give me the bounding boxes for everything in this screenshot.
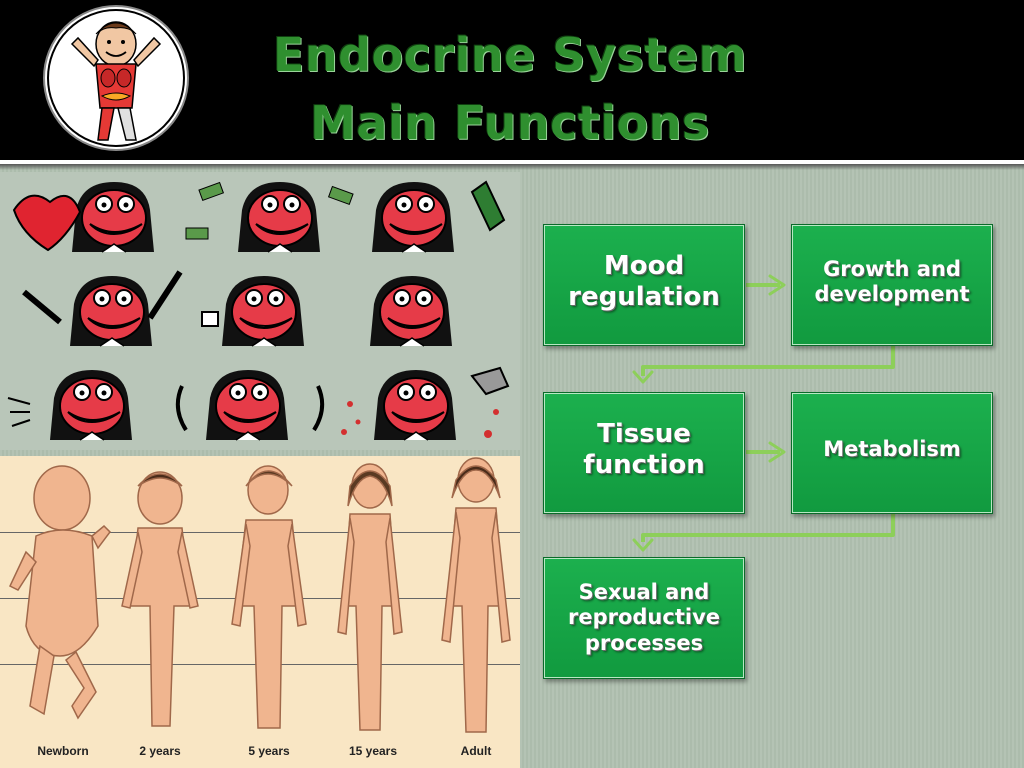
flow-box-tissue-function: Tissue function (543, 392, 745, 514)
flow-box-metabolism: Metabolism (791, 392, 993, 514)
cartoon-face-laughing (69, 275, 153, 347)
flow-box-label: Metabolism (823, 437, 961, 461)
mascot-logo (43, 5, 189, 151)
cartoon-face-shouting (49, 369, 133, 441)
page-title-line-1: Endocrine System (273, 28, 747, 82)
flow-box-label: Growth and development (814, 257, 970, 307)
cartoon-face-rage (373, 369, 457, 441)
header-shadow (0, 164, 1024, 170)
cartoon-face-angry (369, 275, 453, 347)
age-label-adult: Adult (460, 744, 492, 758)
arrow-head (632, 538, 654, 552)
arrow-head (632, 370, 654, 384)
emotion-cartoons-image (0, 172, 520, 450)
flow-box-label: Mood regulation (568, 251, 720, 313)
flow-box-growth-and-development: Growth and development (791, 224, 993, 346)
flow-box-mood-regulation: Mood regulation (543, 224, 745, 346)
figure-5-years (231, 465, 307, 729)
page-title-line-2: Main Functions (310, 96, 710, 150)
age-label-newborn: Newborn (37, 744, 89, 758)
cartoon-face-money (237, 181, 321, 253)
flow-box-label: Tissue function (583, 419, 705, 481)
age-label-5-years: 5 years (248, 744, 290, 758)
growth-figures (9, 457, 511, 733)
age-label-15-years: 15 years (348, 744, 398, 758)
arrow-head (768, 274, 786, 296)
cartoon-face-stressed (205, 369, 289, 441)
age-label-2-years: 2 years (139, 744, 181, 758)
header-divider (0, 160, 1024, 164)
arrow-growth-to-tissue (641, 346, 895, 376)
figure-2-years (121, 471, 199, 727)
arrow-head (768, 441, 786, 463)
flow-box-sexual-and-reproductive: Sexual and reproductive processes (543, 557, 745, 679)
figure-15-years (337, 463, 403, 731)
flow-box-label: Sexual and reproductive processes (567, 580, 720, 655)
growth-stages-image: Newborn 2 years 5 years 15 years Adult (0, 456, 520, 768)
cartoon-face-coffee (221, 275, 305, 347)
cartoon-face-love (71, 181, 155, 253)
arrow-metabolism-to-sexual (641, 514, 895, 542)
figure-adult (441, 457, 511, 733)
cartoon-face-drinking (371, 181, 455, 253)
figure-newborn (9, 465, 111, 720)
